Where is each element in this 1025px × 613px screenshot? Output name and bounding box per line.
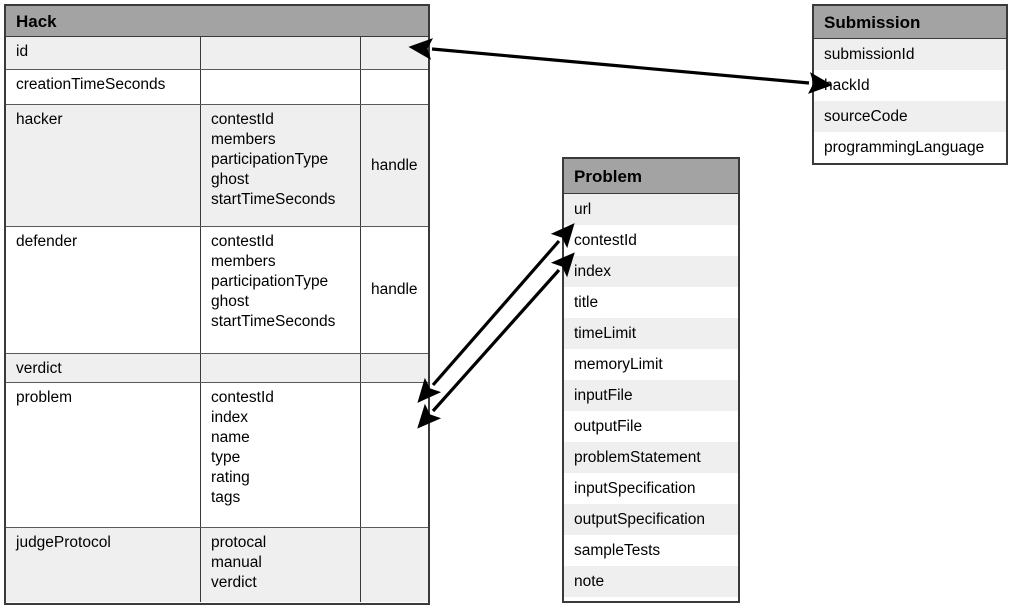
- table-row[interactable]: sourceCode: [814, 101, 1006, 132]
- field-name: sourceCode: [824, 107, 908, 125]
- field-subsubfields: handle: [371, 156, 418, 174]
- table-row[interactable]: creationTimeSeconds: [6, 70, 428, 105]
- table-row[interactable]: url: [564, 194, 738, 225]
- field-name: judgeProtocol: [6, 528, 201, 602]
- field-subfields: [201, 354, 361, 382]
- table-row[interactable]: hacker contestId members participationTy…: [6, 105, 428, 227]
- field-subfields: [201, 70, 361, 104]
- field-subfields: [201, 37, 361, 69]
- table-row[interactable]: defender contestId members participation…: [6, 227, 428, 354]
- table-row[interactable]: memoryLimit: [564, 349, 738, 380]
- field-subfields: contestId index name type rating tags: [201, 383, 361, 527]
- table-row[interactable]: problem contestId index name type rating…: [6, 383, 428, 528]
- field-name: sampleTests: [574, 541, 661, 559]
- field-name: verdict: [6, 354, 201, 382]
- table-row[interactable]: hackId: [814, 70, 1006, 101]
- field-name: memoryLimit: [574, 355, 663, 373]
- field-name: id: [6, 37, 201, 69]
- field-name: creationTimeSeconds: [6, 70, 201, 104]
- field-subsubfields: [361, 383, 428, 527]
- entity-problem-title: Problem: [564, 159, 738, 194]
- field-name: problem: [6, 383, 201, 527]
- field-name: defender: [6, 227, 201, 353]
- table-row[interactable]: problemStatement: [564, 442, 738, 473]
- table-row[interactable]: inputSpecification: [564, 473, 738, 504]
- entity-problem-fields: url contestId index title timeLimit memo…: [564, 194, 738, 597]
- table-row[interactable]: inputFile: [564, 380, 738, 411]
- field-name: title: [574, 293, 599, 311]
- field-subfields: contestId members participationType ghos…: [201, 105, 361, 226]
- field-name: inputFile: [574, 386, 633, 404]
- table-row[interactable]: timeLimit: [564, 318, 738, 349]
- field-subsubfields: handle: [371, 281, 418, 298]
- field-subsubfields: [361, 70, 428, 104]
- table-row[interactable]: outputFile: [564, 411, 738, 442]
- field-name: url: [574, 200, 592, 218]
- entity-hack-title: Hack: [6, 6, 428, 37]
- connector-hack-id-to-submission-hackid: [408, 38, 833, 94]
- field-name: inputSpecification: [574, 479, 696, 497]
- entity-submission-fields: submissionId hackId sourceCode programmi…: [814, 39, 1006, 163]
- field-subsubfields: [361, 354, 428, 382]
- entity-submission-title: Submission: [814, 6, 1006, 39]
- table-row[interactable]: sampleTests: [564, 535, 738, 566]
- entity-problem[interactable]: Problem url contestId index title timeLi…: [562, 157, 740, 603]
- field-subfields: contestId members participationType ghos…: [201, 227, 361, 353]
- table-row[interactable]: index: [564, 256, 738, 287]
- table-row[interactable]: contestId: [564, 225, 738, 256]
- table-row[interactable]: programmingLanguage: [814, 132, 1006, 163]
- entity-hack[interactable]: Hack id creationTimeSeconds hacker conte…: [4, 4, 430, 605]
- field-name: timeLimit: [574, 324, 637, 342]
- entity-hack-fields: id creationTimeSeconds hacker contestId …: [6, 37, 428, 602]
- field-name: note: [574, 572, 605, 590]
- connector-hack-contestid-to-problem-contestid: [417, 223, 575, 403]
- field-name: outputSpecification: [574, 510, 705, 528]
- field-name: contestId: [574, 231, 637, 249]
- field-name: problemStatement: [574, 448, 701, 466]
- table-row[interactable]: id: [6, 37, 428, 70]
- field-name: hackId: [824, 76, 870, 94]
- field-subsubfields: [361, 37, 428, 69]
- field-name: hacker: [6, 105, 201, 226]
- field-name: outputFile: [574, 417, 643, 435]
- field-name: submissionId: [824, 45, 915, 63]
- field-name: index: [574, 262, 612, 280]
- table-row[interactable]: note: [564, 566, 738, 597]
- connector-hack-index-to-problem-index: [417, 252, 575, 429]
- table-row[interactable]: judgeProtocol protocal manual verdict: [6, 528, 428, 602]
- table-row[interactable]: title: [564, 287, 738, 318]
- field-subsubfields: [361, 528, 428, 602]
- table-row[interactable]: submissionId: [814, 39, 1006, 70]
- field-name: programmingLanguage: [824, 138, 985, 156]
- table-row[interactable]: verdict: [6, 354, 428, 383]
- entity-submission[interactable]: Submission submissionId hackId sourceCod…: [812, 4, 1008, 165]
- field-subfields: protocal manual verdict: [201, 528, 361, 602]
- table-row[interactable]: outputSpecification: [564, 504, 738, 535]
